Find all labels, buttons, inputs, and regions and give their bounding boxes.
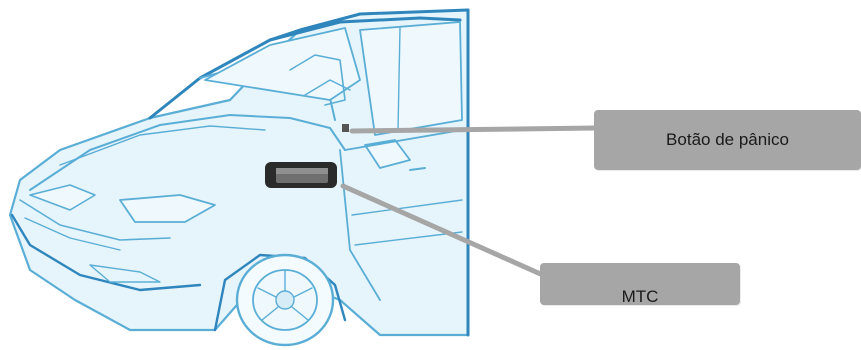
panic-button-icon bbox=[342, 124, 349, 132]
callout-mtc: MTC bbox=[540, 263, 740, 306]
callout-mtc-label: MTC bbox=[621, 287, 659, 306]
mtc-device-icon bbox=[265, 162, 337, 188]
callout-panic-label: Botão de pânico bbox=[666, 130, 789, 149]
callout-panic-button: Botão de pânico bbox=[594, 110, 861, 170]
